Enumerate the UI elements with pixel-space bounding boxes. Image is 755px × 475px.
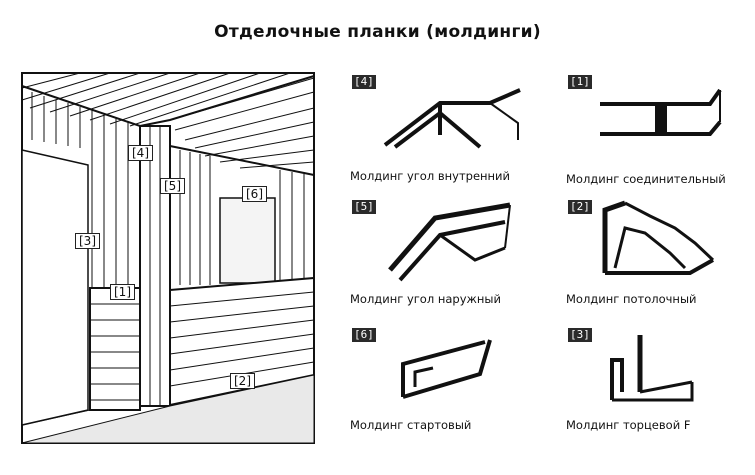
starter-molding-icon <box>401 339 492 399</box>
profile-caption: Молдинг угол внутренний <box>350 169 511 183</box>
room-illustration: [4] [5] [6] [3] [1] [2] <box>20 70 320 450</box>
scene-label-3: [3] <box>75 233 100 249</box>
profile-tag: [1] <box>568 75 592 89</box>
inner-corner-molding-icon <box>383 88 521 149</box>
profile-caption: Молдинг угол наружный <box>350 292 501 306</box>
profile-tag: [2] <box>568 200 592 214</box>
scene-label-1: [1] <box>110 284 135 300</box>
profile-tag: [6] <box>352 328 376 342</box>
profile-caption: Молдинг соединительный <box>566 172 726 186</box>
profile-tag: [4] <box>352 75 376 89</box>
scene-label-5: [5] <box>160 178 185 194</box>
page-title: Отделочные планки (молдинги) <box>214 22 541 42</box>
scene-label-4: [4] <box>128 145 153 161</box>
profile-tag: [5] <box>352 200 376 214</box>
profile-caption: Молдинг потолочный <box>566 292 697 306</box>
end-f-molding-icon <box>610 335 694 402</box>
outer-corner-molding-icon <box>388 202 511 282</box>
scene-label-6: [6] <box>242 186 267 202</box>
profile-caption: Молдинг стартовый <box>350 418 472 432</box>
connecting-molding-icon <box>600 88 722 136</box>
scene-label-2: [2] <box>230 373 255 389</box>
profile-caption: Молдинг торцевой F <box>566 418 691 432</box>
room-drawing <box>21 72 315 444</box>
ceiling-molding-icon <box>602 200 715 275</box>
profile-tag: [3] <box>568 328 592 342</box>
